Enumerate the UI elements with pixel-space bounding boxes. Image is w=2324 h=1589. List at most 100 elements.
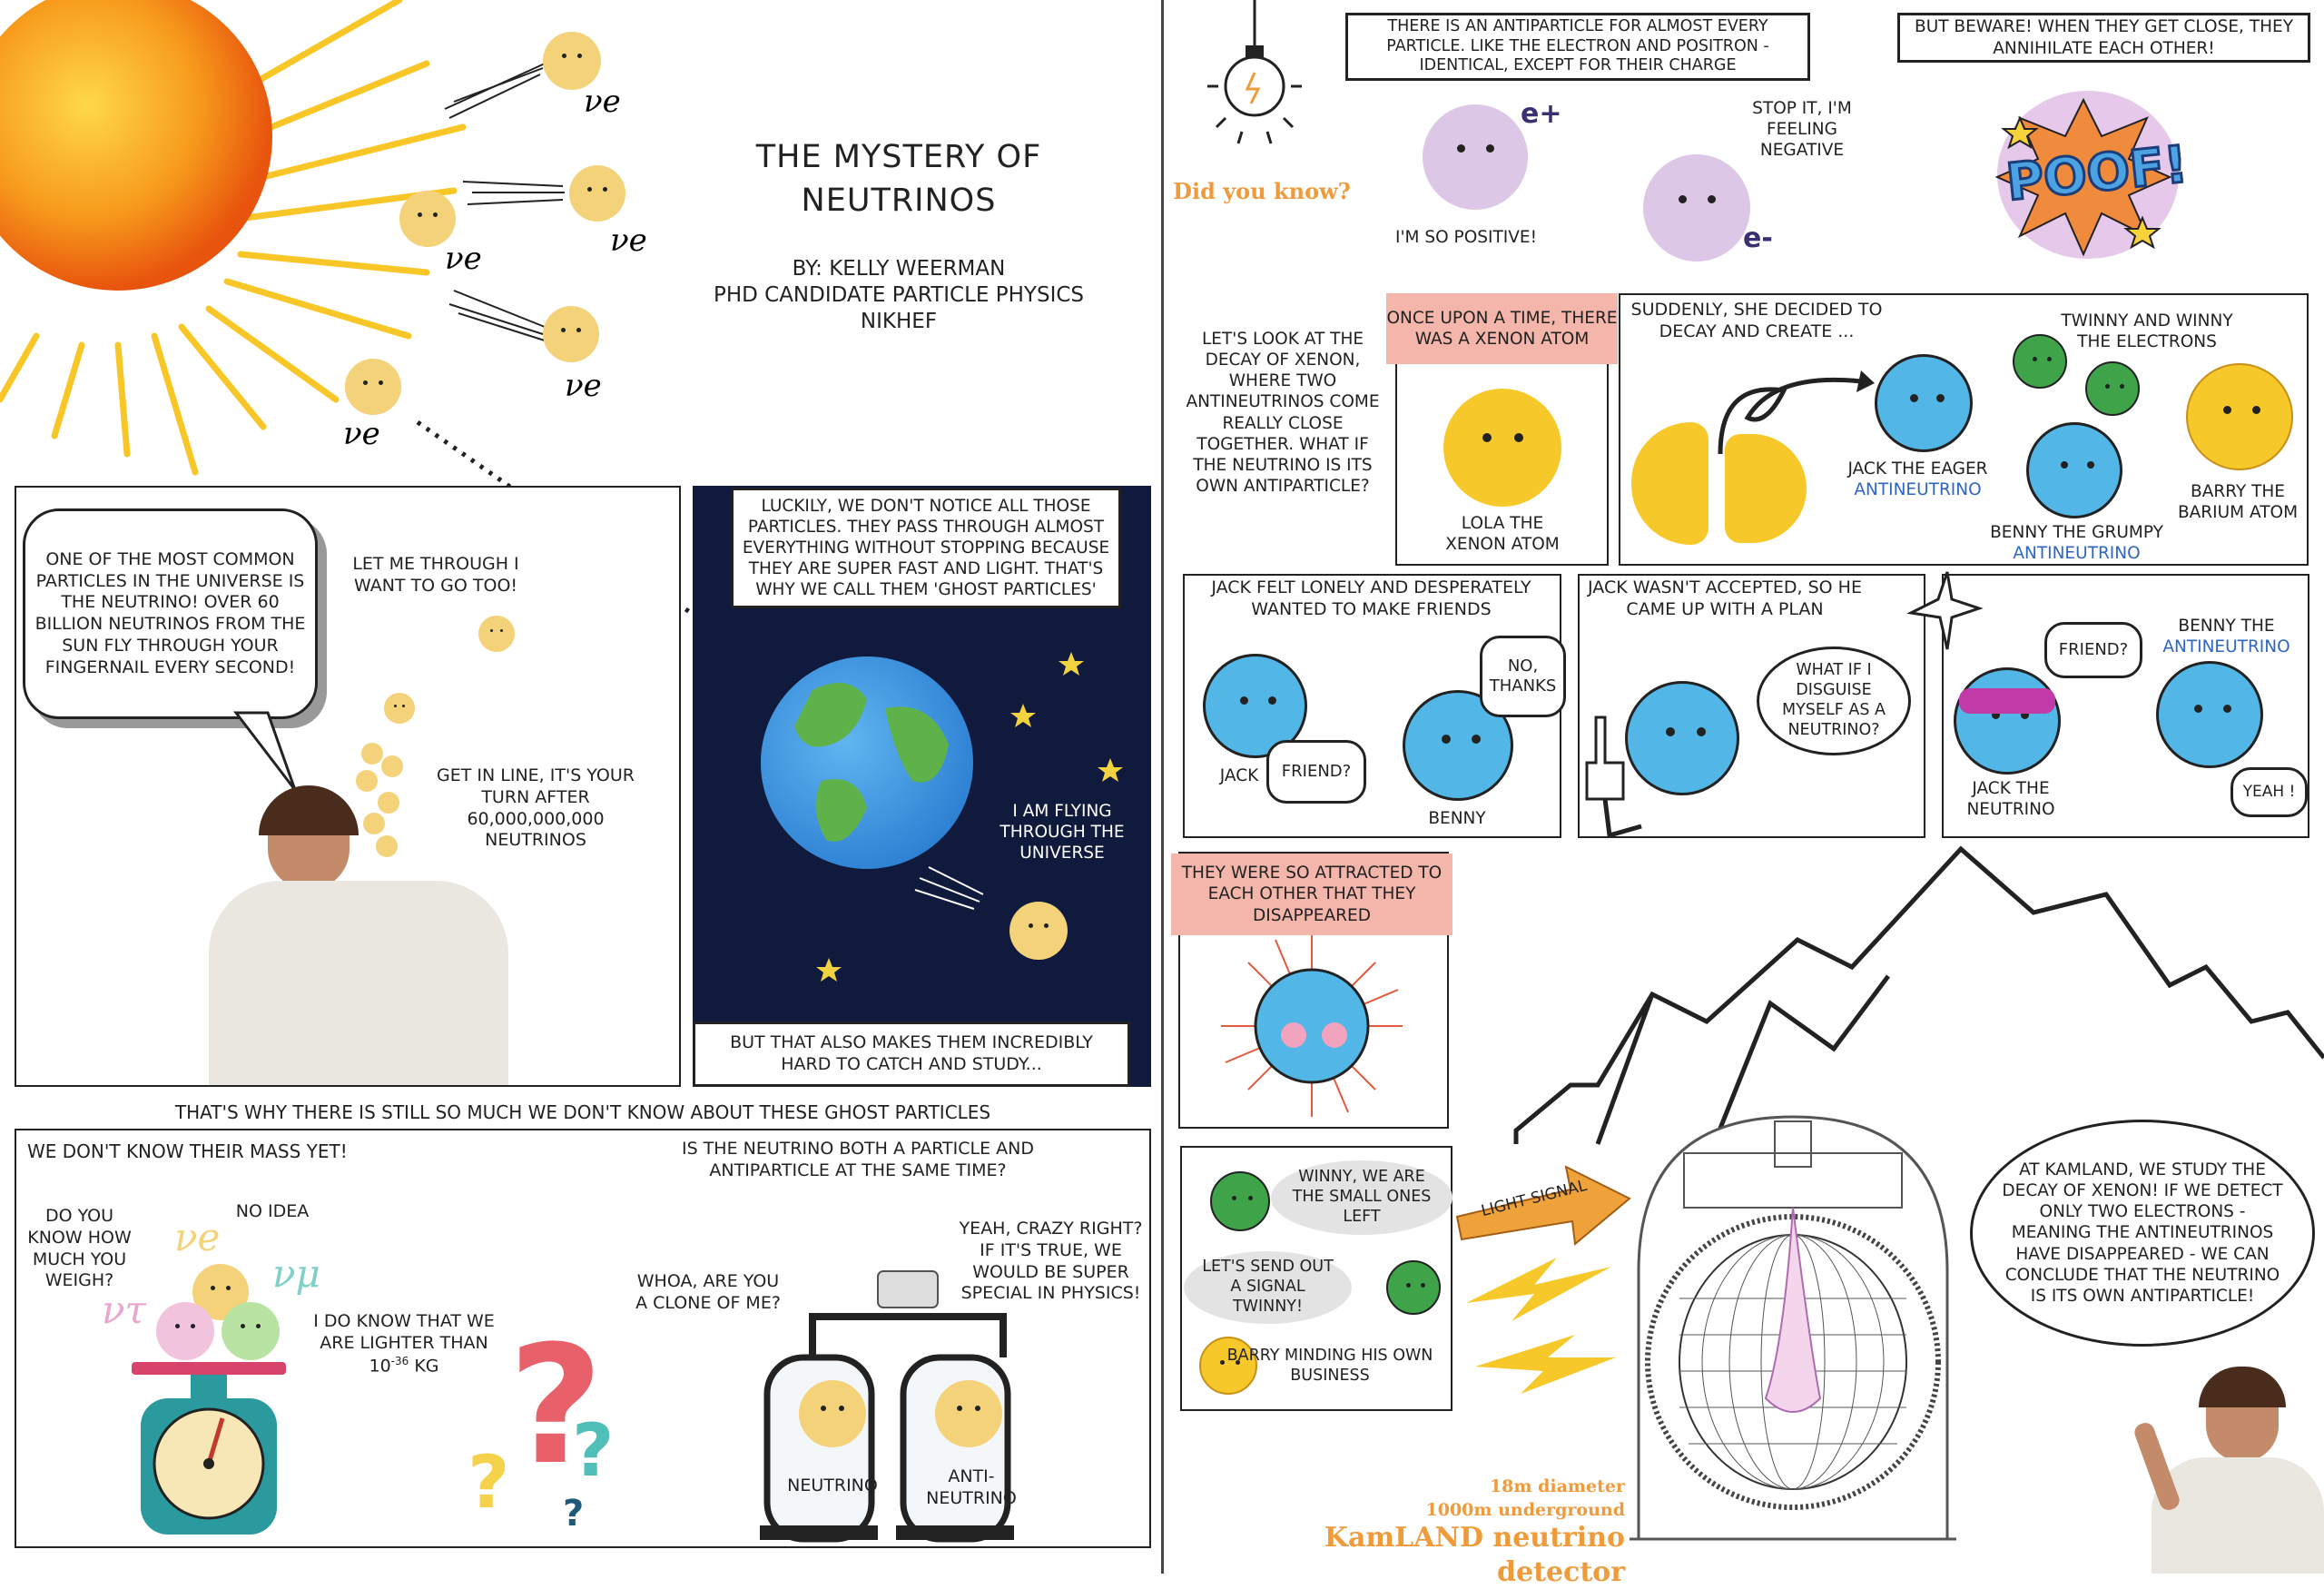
presenter-photo-pointing xyxy=(2115,1367,2324,1574)
neutrino-face-5 xyxy=(345,359,401,415)
suddenly-text: SUDDENLY, SHE DECIDED TO DECAY AND CREAT… xyxy=(1630,300,1883,341)
light-signal-arrow xyxy=(1455,1165,1631,1246)
benny-antineutrino-label: BENNY THE ANTINEUTRINO xyxy=(2162,617,2290,657)
neutrino-queue-6 xyxy=(363,813,385,834)
detector-title: KamLAND neutrino detector xyxy=(1324,1522,1625,1588)
title-line-1: THE MYSTERY OF xyxy=(755,139,1042,175)
lola-label: LOLA THE XENON ATOM xyxy=(1445,514,1560,555)
jack-eager-face xyxy=(1875,354,1973,452)
antiparticle-caption: THERE IS AN ANTIPARTICLE FOR ALMOST EVER… xyxy=(1345,13,1810,81)
lola-xenon-face xyxy=(1443,389,1561,507)
benny-grumpy-label: BENNY THE GRUMPY ANTINEUTRINO xyxy=(1990,523,2163,564)
lightbulb-icon xyxy=(1207,0,1302,144)
neutrino-face-1 xyxy=(543,32,601,90)
twinny-winny-label: TWINNY AND WINNY THE ELECTRONS xyxy=(2061,311,2233,352)
lightning-bolts xyxy=(1466,1258,1616,1394)
detector-diameter: 18m diameter xyxy=(1489,1476,1625,1496)
benny-surprised-face xyxy=(2156,661,2263,768)
antineutrino-in-jar xyxy=(935,1380,1002,1447)
disguise-thought-cloud: WHAT IF I DISGUISE MYSELF AS A NEUTRINO? xyxy=(1757,646,1911,755)
title-line-2: NEUTRINOS xyxy=(801,182,997,219)
svg-text:?: ? xyxy=(572,1408,614,1493)
question-marks: ? ? ? ? xyxy=(468,1311,614,1535)
jack-label: JACK xyxy=(1219,766,1259,785)
did-you-know-label: Did you know? xyxy=(1173,178,1351,204)
crazy-text: YEAH, CRAZY RIGHT? IF IT'S TRUE, WE WOUL… xyxy=(959,1219,1143,1304)
whoa-text: WHOA, ARE YOU A CLONE OF ME? xyxy=(635,1271,781,1313)
positive-text: I'M SO POSITIVE! xyxy=(1394,228,1537,247)
barry-minding-text: BARRY MINDING HIS OWN BUSINESS xyxy=(1226,1347,1433,1385)
neutrino-face-4 xyxy=(543,306,599,362)
jar-label-neutrino: NEUTRINO xyxy=(787,1476,878,1495)
poof-explosion xyxy=(1994,97,2172,257)
neutrino-face-waiting xyxy=(478,616,515,652)
weighing-scale-illustration xyxy=(132,1362,286,1535)
neutrino-queue-4 xyxy=(356,770,378,792)
caption-ghost-particles: LUCKILY, WE DON'T NOTICE ALL THOSE PARTI… xyxy=(731,488,1121,608)
decay-arrow xyxy=(1718,370,1875,455)
caption-hard-to-catch: BUT THAT ALSO MAKES THEM INCREDIBLY HARD… xyxy=(693,1022,1130,1087)
once-upon-caption: ONCE UPON A TIME, THERE WAS A XENON ATOM xyxy=(1386,293,1618,364)
lonely-text: JACK FELT LONELY AND DESPERATELY WANTED … xyxy=(1211,577,1531,619)
neutrino-face-2 xyxy=(569,165,625,222)
neutrino-queue-7 xyxy=(376,835,398,857)
jack-neutrino-label: JACK THE NEUTRINO xyxy=(1966,779,2055,820)
neutrino-queue-5 xyxy=(378,792,399,814)
author-role: PHD CANDIDATE PARTICLE PHYSICS xyxy=(713,282,1085,307)
winny-speech: WINNY, WE ARE THE SMALL ONES LEFT xyxy=(1271,1160,1452,1235)
nu-e-label-1: νe xyxy=(584,84,621,120)
nu-e-label-4: νe xyxy=(565,368,602,404)
svg-text:?: ? xyxy=(563,1493,584,1535)
benny-face xyxy=(1403,690,1513,801)
electron-charge: e- xyxy=(1743,222,1773,254)
attracted-caption: THEY WERE SO ATTRACTED TO EACH OTHER THA… xyxy=(1171,854,1452,935)
electron-face xyxy=(1643,154,1750,262)
sparkle-icon xyxy=(1906,571,1984,650)
earth-continents xyxy=(794,683,949,842)
both-question-text: IS THE NEUTRINO BOTH A PARTICLE AND ANTI… xyxy=(681,1139,1034,1180)
neutrino-queue-2 xyxy=(361,743,383,765)
nu-tau-scale-label: ντ xyxy=(102,1288,146,1332)
annihilate-caption: BUT BEWARE! WHEN THEY GET CLOSE, THEY AN… xyxy=(1897,13,2310,63)
neutrino-queue-1 xyxy=(384,693,415,724)
negative-text: STOP IT, I'M FEELING NEGATIVE xyxy=(1752,99,1852,161)
kamland-detector-diagram xyxy=(1630,1115,1956,1541)
bubble-tail xyxy=(232,711,297,791)
mass-unknown-text: WE DON'T KNOW THEIR MASS YET! xyxy=(27,1140,348,1162)
speech-bubble-common-particles: ONE OF THE MOST COMMON PARTICLES IN THE … xyxy=(23,508,318,719)
jack-sunglasses-face xyxy=(1954,667,2061,775)
jack-eager-label: JACK THE EAGER ANTINEUTRINO xyxy=(1847,459,1988,500)
institute: NIKHEF xyxy=(860,309,938,333)
lighter-text: I DO KNOW THAT WE ARE LIGHTER THAN 10-36… xyxy=(313,1311,495,1376)
neutrino-face-3 xyxy=(399,191,456,247)
twinny-angry-face xyxy=(1386,1260,1441,1315)
benny-grumpy-face xyxy=(2026,422,2122,518)
neutrino-queue-3 xyxy=(381,755,403,777)
page-title: THE MYSTERY OF NEUTRINOS xyxy=(717,138,1080,222)
winny-face xyxy=(1210,1171,1270,1231)
flying-text: I AM FLYING THROUGH THE UNIVERSE xyxy=(1000,802,1125,864)
no-thanks-bubble: NO, THANKS xyxy=(1480,636,1566,717)
twinny-speech: LET'S SEND OUT A SIGNAL TWINNY! xyxy=(1184,1251,1352,1324)
author: BY: KELLY WEERMAN xyxy=(792,257,1006,281)
nu-e-label-3: νe xyxy=(445,241,482,277)
barry-barium-face xyxy=(2186,363,2293,470)
positron-charge: e+ xyxy=(1521,98,1562,130)
no-idea-text: NO IDEA xyxy=(235,1201,310,1221)
nu-e-label-2: νe xyxy=(610,222,647,259)
story-intro-text: LET'S LOOK AT THE DECAY OF XENON, WHERE … xyxy=(1186,330,1380,496)
neutrino-mu-face xyxy=(222,1302,280,1360)
barry-small-face xyxy=(1199,1337,1257,1395)
friend-bubble-2: FRIEND? xyxy=(2044,622,2142,678)
benny-label: BENNY xyxy=(1428,809,1486,828)
sun-illustration xyxy=(0,0,467,476)
svg-text:?: ? xyxy=(468,1440,509,1525)
yeah-bubble: YEAH ! xyxy=(2230,767,2308,817)
nu-e-label-5: νe xyxy=(343,416,380,452)
neutrino-in-jar xyxy=(799,1380,866,1447)
neutrino-tau-face xyxy=(156,1302,214,1360)
detector-depth: 1000m underground xyxy=(1425,1500,1626,1520)
positron-face xyxy=(1423,104,1528,210)
presenter-photo xyxy=(209,785,508,1085)
page-divider xyxy=(1161,0,1164,1574)
